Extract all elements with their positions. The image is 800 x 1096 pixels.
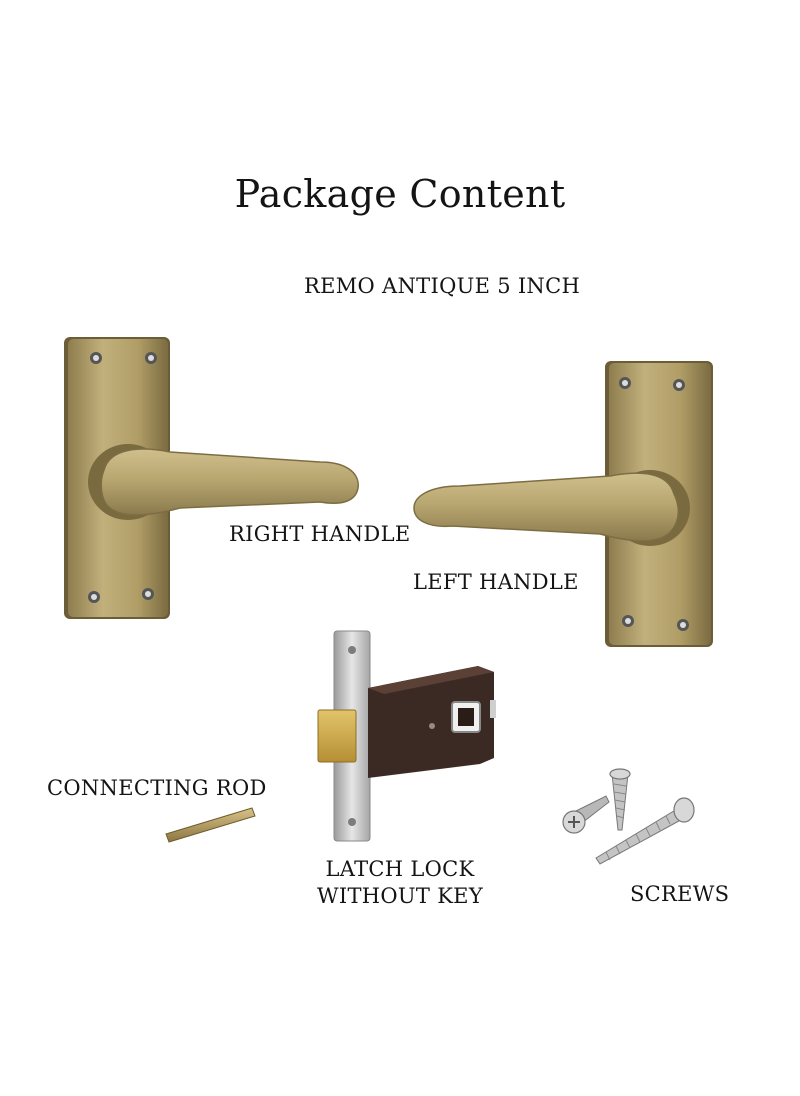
right-handle-label: RIGHT HANDLE [229, 522, 411, 546]
latch-lock-label-line1: LATCH LOCK [325, 857, 475, 881]
latch-lock-label: LATCH LOCK WITHOUT KEY [300, 856, 500, 910]
latch-lock-image [317, 630, 496, 842]
screws-label: SCREWS [630, 882, 730, 906]
product-subtitle: REMO ANTIQUE 5 INCH [304, 274, 581, 298]
page-title: Package Content [234, 172, 566, 216]
screws-image [562, 768, 695, 865]
left-handle-label: LEFT HANDLE [413, 570, 579, 594]
latch-lock-label-line2: WITHOUT KEY [317, 884, 483, 908]
connecting-rod-image [165, 807, 256, 843]
left-handle-image [413, 361, 713, 647]
connecting-rod-label: CONNECTING ROD [47, 776, 267, 800]
right-handle-image [64, 337, 359, 619]
